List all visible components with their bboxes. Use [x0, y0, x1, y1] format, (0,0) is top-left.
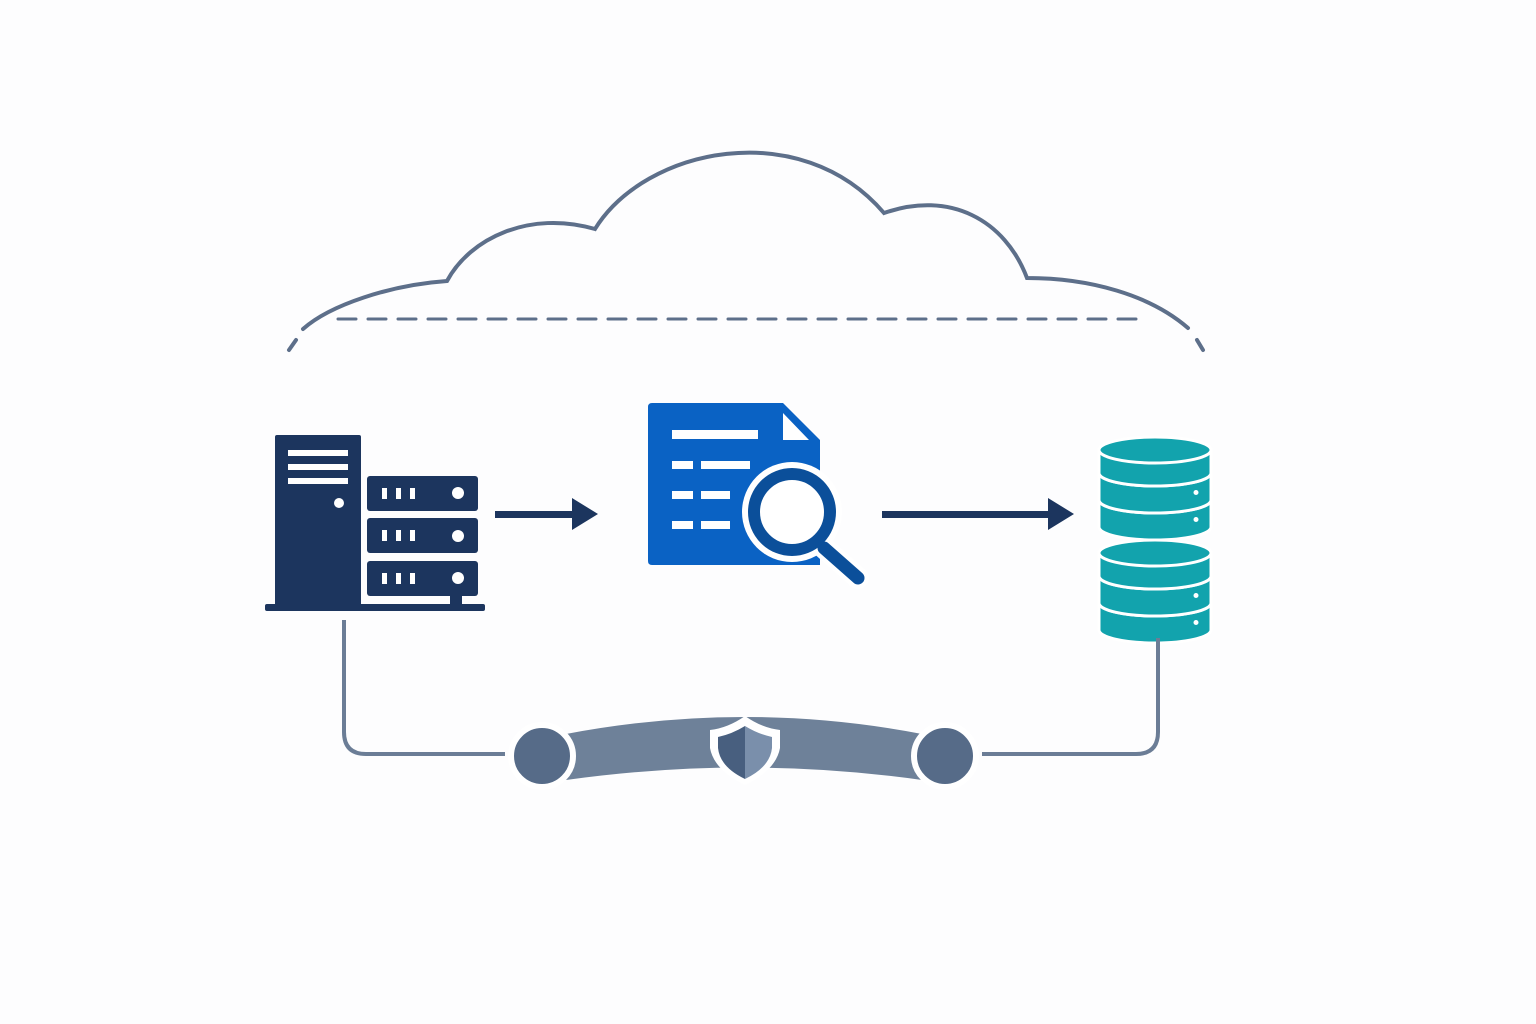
arrow-right-icon	[882, 498, 1074, 530]
database-indicator-dot	[1193, 517, 1199, 522]
connector-line-right	[982, 638, 1160, 756]
server-rack-units	[367, 476, 478, 596]
database-indicator-dot	[1193, 593, 1199, 598]
connector-line-left	[342, 620, 505, 756]
node-right	[911, 722, 979, 790]
database-indicator-dot	[1193, 620, 1199, 625]
server-icon	[265, 435, 485, 611]
cloud-icon	[287, 150, 1205, 352]
arrow-right-icon	[495, 498, 598, 530]
database-stack	[1097, 538, 1213, 645]
database-layer-top	[1097, 538, 1213, 568]
shield-icon	[710, 716, 780, 785]
database-icon	[1097, 435, 1213, 645]
database-layer-top	[1097, 435, 1213, 465]
database-indicator-dot	[1193, 490, 1199, 495]
magnifier-icon	[742, 462, 869, 589]
node-left	[508, 722, 576, 790]
database-stack	[1097, 435, 1213, 542]
secure-connection	[342, 620, 1160, 790]
document-search-icon	[648, 403, 869, 589]
